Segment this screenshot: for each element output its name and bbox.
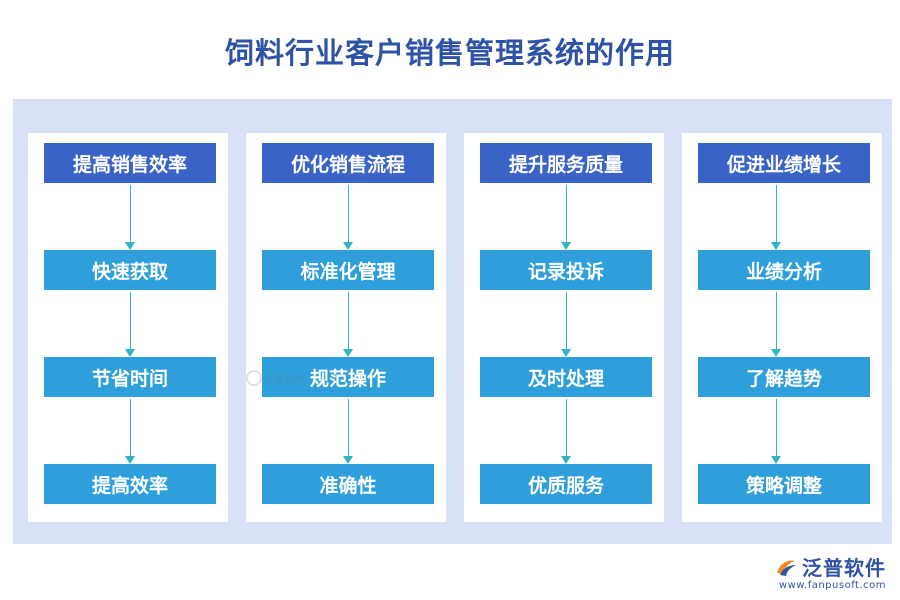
watermark-logo-icon (246, 370, 262, 386)
flow-step: 快速获取 (44, 250, 216, 290)
flow-step: 规范操作 (262, 357, 434, 397)
flow-step: 优质服务 (480, 464, 652, 504)
flow-step: 及时处理 (480, 357, 652, 397)
column-header: 提高销售效率 (44, 143, 216, 183)
column-header: 提升服务质量 (480, 143, 652, 183)
logo-name: 泛普软件 (802, 556, 886, 580)
flow-step: 提高效率 (44, 464, 216, 504)
flow-step: 业绩分析 (698, 250, 870, 290)
flow-step: 策略调整 (698, 464, 870, 504)
down-arrow-icon (770, 292, 782, 357)
flow-step: 了解趋势 (698, 357, 870, 397)
down-arrow-icon (560, 185, 572, 250)
flow-step: 记录投诉 (480, 250, 652, 290)
flow-step: 准确性 (262, 464, 434, 504)
flow-step: 标准化管理 (262, 250, 434, 290)
page-title: 饲料行业客户销售管理系统的作用 (224, 36, 675, 70)
column-header: 优化销售流程 (262, 143, 434, 183)
down-arrow-icon (770, 399, 782, 464)
down-arrow-icon (560, 399, 572, 464)
watermark-text: 泛普软件 (265, 374, 305, 386)
watermark: 泛普软件 (246, 370, 305, 386)
fanpu-logo-icon (777, 560, 796, 576)
down-arrow-icon (770, 185, 782, 250)
flow-step: 节省时间 (44, 357, 216, 397)
column-sales-efficiency: 提高销售效率 快速获取 节省时间 提高效率 (28, 133, 228, 522)
down-arrow-icon (124, 399, 136, 464)
down-arrow-icon (342, 399, 354, 464)
column-performance-growth: 促进业绩增长 业绩分析 了解趋势 策略调整 (682, 133, 882, 522)
down-arrow-icon (124, 185, 136, 250)
brand-logo: 泛普软件 www.fanpusoft.com (774, 552, 886, 591)
logo-url: www.fanpusoft.com (778, 580, 886, 591)
down-arrow-icon (124, 292, 136, 357)
down-arrow-icon (342, 292, 354, 357)
column-header: 促进业绩增长 (698, 143, 870, 183)
down-arrow-icon (560, 292, 572, 357)
down-arrow-icon (342, 185, 354, 250)
